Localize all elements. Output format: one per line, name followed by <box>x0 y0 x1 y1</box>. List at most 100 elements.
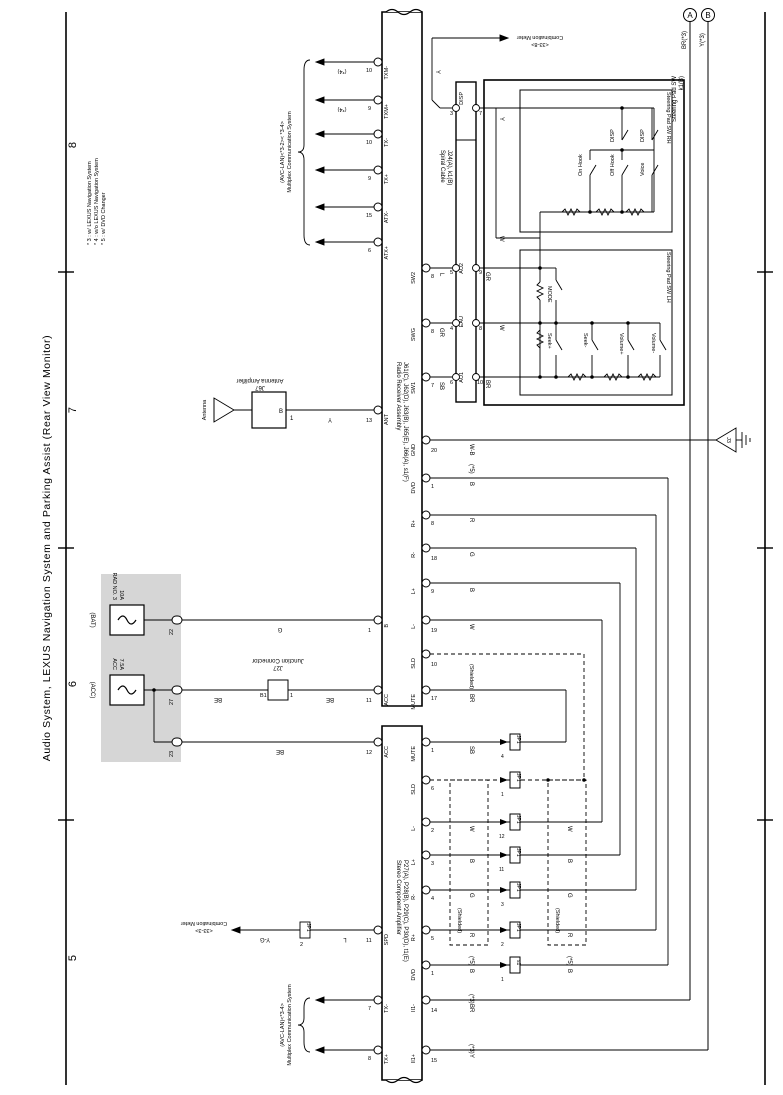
pin-name: ACC <box>384 694 390 706</box>
page-frame <box>58 12 773 1085</box>
pin-num: 13 <box>366 418 372 424</box>
wire-color-label: G <box>468 893 474 898</box>
wire-color-label: W <box>498 325 504 331</box>
antenna-wires <box>213 397 374 423</box>
jp-pin: 2 <box>300 942 303 948</box>
switch-label: DISP <box>610 129 616 142</box>
pin-num: 22 <box>169 629 175 635</box>
pin-num: 17 <box>431 696 437 702</box>
lh-junction-dots <box>538 106 630 379</box>
switch-label: Seek- <box>582 333 588 348</box>
pin-num: 1 <box>431 971 434 977</box>
pin-num: 3 <box>431 861 434 867</box>
pin-name: TXM+ <box>384 104 390 119</box>
jp-id: JP1 <box>515 815 521 824</box>
wire-color-label: BE <box>326 696 334 702</box>
steering-pad-connector: k1(B) <box>679 76 685 90</box>
jp-pin: 12 <box>499 834 505 840</box>
pin-num: 11 <box>366 698 372 704</box>
audio-wires <box>430 477 708 1051</box>
wire-color-label: GR <box>484 272 490 282</box>
junction-connector-id: J27 <box>273 664 283 670</box>
pin-name: L+ <box>411 859 417 865</box>
pin-num: 18 <box>431 556 437 562</box>
pin-name: B <box>384 624 390 628</box>
pin-name: SPD <box>384 934 390 945</box>
pin-num: 10 <box>431 662 437 668</box>
antenna-label: Antenna <box>202 399 208 420</box>
steering-pad-lh-label: Steering Pad SW LH <box>665 252 671 303</box>
edge-ref-label: Y(*3) <box>700 33 706 47</box>
wire-color-label: Y-G <box>260 936 270 942</box>
amplifier-right-pins: 1 MUTE 6 SLD 2 L- 3 L+ 4 R- 5 R+ 1 DVD 1… <box>411 737 437 1064</box>
wire-color-label: G <box>277 626 282 632</box>
pin-num: 15 <box>366 213 372 219</box>
pin-name: TX+ <box>384 1054 390 1064</box>
pin-num: 11 <box>366 938 372 944</box>
audio-wire-colors: (*5) B R G B W BR SB W W B B G G R R (*5… <box>468 464 572 1058</box>
pin-name: R+ <box>411 520 417 527</box>
wire-color-label: (*4) <box>337 106 346 112</box>
wire-color-label: BE <box>214 696 222 702</box>
wire-color-label: (*3) <box>468 994 474 1004</box>
pin-num: 27 <box>169 699 175 705</box>
fuse-wires <box>144 619 172 743</box>
combination-meter-top-wire <box>431 34 510 109</box>
shield-label: (Shielded) <box>456 908 462 933</box>
switch-label: Seek+ <box>546 333 552 349</box>
pin-num: 9 <box>431 589 434 595</box>
wire-color-label: B <box>566 859 572 863</box>
wire-color-label: W <box>468 826 474 832</box>
spiral-pin-name: AU1 <box>459 372 465 383</box>
pin-name: L+ <box>411 588 417 594</box>
amplifier-body <box>381 725 423 1081</box>
wire-color-label: (*5) <box>566 956 572 966</box>
shield-label: (Shielded) <box>554 908 560 933</box>
fuse-bat-name: RAD NO. 3 <box>111 572 117 600</box>
wire-color-label: Y <box>434 70 440 74</box>
wire-color-label: Y <box>498 117 504 121</box>
spiral-pin-name: AU2 <box>459 263 465 274</box>
junction-connector <box>267 679 289 701</box>
pin-name: ACC <box>384 746 390 758</box>
pin-num: 20 <box>431 448 437 454</box>
spiral-pin-num: 4 <box>450 326 453 332</box>
radio-receiver-name: Radio Receiver Assembly <box>395 362 401 430</box>
jp-pin: 2 <box>501 942 504 948</box>
spiral-cable <box>455 81 477 403</box>
pin-name: DVD <box>411 482 417 494</box>
wire-color-label: R <box>566 933 572 938</box>
page-title: Audio System, LEXUS Navigation System an… <box>41 335 53 761</box>
jp-id: JP1 <box>305 923 311 932</box>
multiplex-bottom-line2: (AVC-LAN)<*3-4> <box>280 1003 286 1047</box>
pin-name: SW2 <box>411 272 417 284</box>
pin-name: R- <box>411 552 417 558</box>
notes: * 3 : w/ LEXUS Navigation System * 4 : w… <box>87 158 107 245</box>
wire-color-label: G <box>566 893 572 898</box>
pin-num: B1 <box>260 693 267 699</box>
pin-num: 10 <box>366 140 372 146</box>
section-numbers: 5 6 7 8 <box>67 142 79 961</box>
wire-color-label: R <box>468 933 474 938</box>
steering-pad-rh-label: Steering Pad SW RH <box>665 92 671 144</box>
spiral-pin-num: 7 <box>479 111 482 117</box>
fuse-acc-rating: 7.5A <box>118 659 124 671</box>
speed-wire <box>230 921 374 939</box>
fuse-to-radio-wires <box>182 619 374 743</box>
pin-num: 1 <box>431 748 434 754</box>
combination-meter-bottom-line2: <33-3> <box>195 927 212 933</box>
jp-connectors: JP1 4 JP1 1 JP1 12 JP1 11 JP1 3 JP1 2 s1… <box>499 733 521 983</box>
spiral-to-pad-wires <box>479 107 540 378</box>
jp-id: JP1 <box>515 883 521 892</box>
pin-num: 1 <box>368 628 371 634</box>
edge-ref-letter: A <box>687 11 693 20</box>
jp-pin: 3 <box>501 902 504 908</box>
wire-color-label: BR <box>468 694 474 703</box>
fuse-acc-name: ACC <box>111 658 117 670</box>
pin-num: 6 <box>368 248 371 254</box>
wire-color-label: B <box>468 859 474 863</box>
pin-num: 1 <box>290 693 293 699</box>
fuse-bat-tag: (BAT) <box>89 612 95 627</box>
pin-name: TX- <box>384 138 390 147</box>
pin-num: 7 <box>368 1006 371 1012</box>
